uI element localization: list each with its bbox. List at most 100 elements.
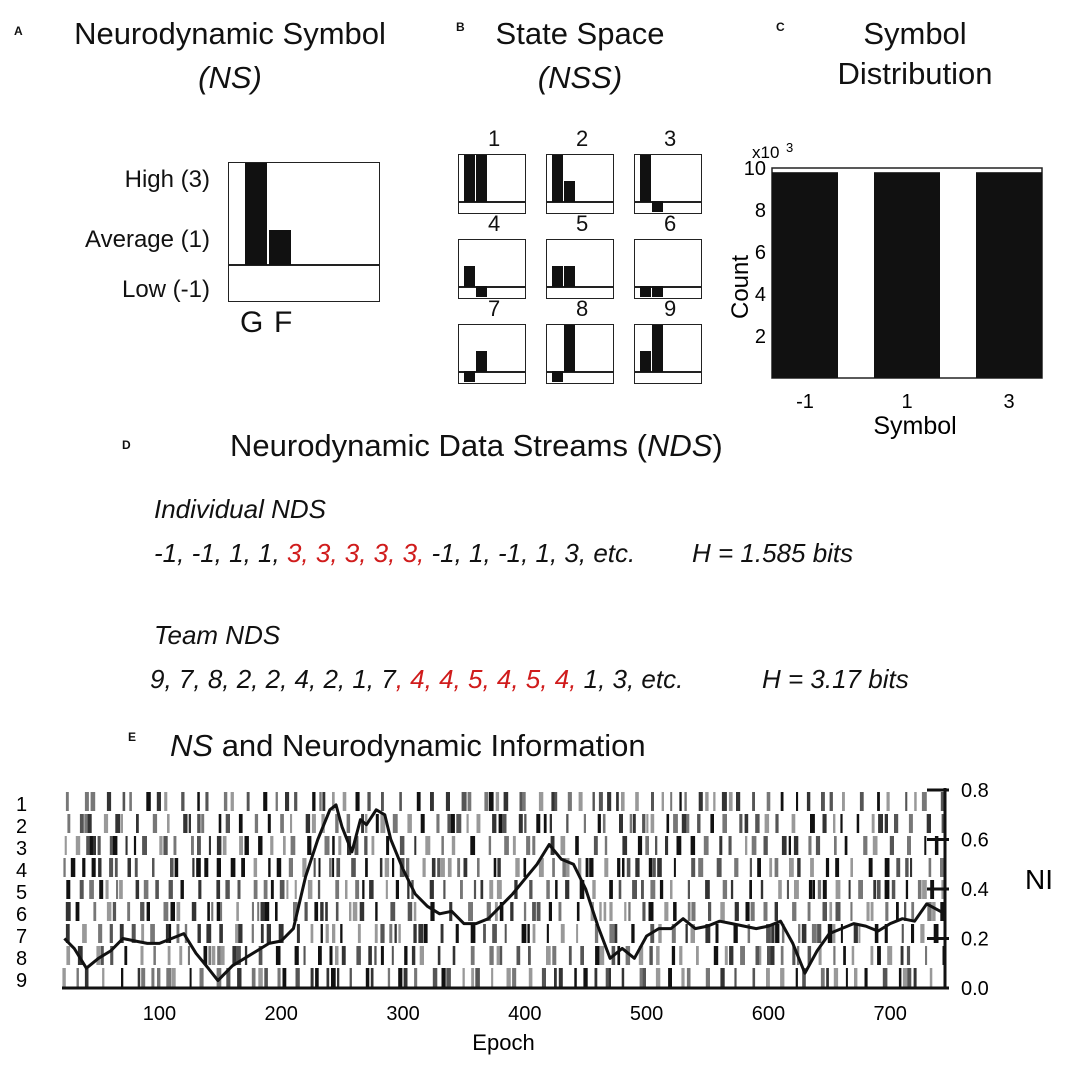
raster-row-6-tick-71: [835, 902, 841, 921]
nss-state-4-bar-g: [464, 266, 475, 287]
raster-row-2-tick-30: [392, 814, 398, 833]
raster-row-7-tick-74: [874, 924, 879, 943]
panel-b-title: State Space: [495, 16, 665, 51]
raster-row-8-tick-74: [870, 946, 874, 965]
nss-state-3-label: 3: [664, 126, 677, 151]
raster-row-8-tick-60: [729, 946, 734, 965]
raster-row-3-tick-45: [550, 836, 555, 855]
raster-row-7-tick-9: [169, 924, 172, 943]
raster-row-1-tick-22: [332, 792, 335, 811]
raster-row-2-tick-42: [518, 814, 523, 833]
raster-row-6-tick-67: [792, 902, 797, 921]
nss-state-2-label: 2: [576, 126, 589, 151]
raster-row-5-tick-69: [858, 880, 863, 899]
raster-row-5-tick-15: [237, 880, 241, 899]
raster-row-9-tick-67: [820, 968, 825, 987]
raster-row-3-tick-4: [92, 836, 96, 855]
raster-row-7-tick-46: [560, 924, 565, 943]
raster-row-6-tick-0: [65, 902, 71, 921]
raster-row-9-tick-62: [752, 968, 756, 987]
c-xtick-0: -1: [796, 391, 814, 413]
raster-row-7-tick-45: [546, 924, 549, 943]
raster-row-3-tick-0: [64, 836, 67, 855]
raster-row-6-tick-60: [708, 902, 712, 921]
raster-row-1-tick-50: [651, 792, 654, 811]
raster-row-3-tick-5: [97, 836, 101, 855]
raster-row-2-tick-45: [543, 814, 547, 833]
raster-row-1-tick-5: [129, 792, 132, 811]
raster-row-9-tick-32: [403, 968, 408, 987]
raster-row-7-tick-67: [811, 924, 817, 943]
raster-row-4-tick-25: [329, 858, 332, 877]
raster-row-6-tick-54: [642, 902, 646, 921]
raster-row-7-tick-77: [911, 924, 915, 943]
raster-row-1-tick-55: [698, 792, 703, 811]
raster-row-6-tick-74: [870, 902, 874, 921]
raster-row-9-tick-5: [137, 968, 141, 987]
raster-row-5-tick-24: [335, 880, 340, 899]
raster-row-8-tick-48: [599, 946, 605, 965]
raster-row-3-tick-9: [133, 836, 137, 855]
raster-row-6-tick-50: [603, 902, 607, 921]
raster-row-2-tick-78: [894, 814, 899, 833]
raster-row-2-tick-46: [549, 814, 552, 833]
raster-row-7-tick-10: [176, 924, 180, 943]
raster-row-2-tick-69: [791, 814, 796, 833]
raster-row-8-tick-47: [595, 946, 600, 965]
raster-row-3-tick-56: [690, 836, 696, 855]
raster-row-5-tick-60: [778, 880, 782, 899]
raster-row-8-tick-17: [236, 946, 241, 965]
raster-row-2-tick-10: [183, 814, 188, 833]
raster-row-8-tick-66: [780, 946, 784, 965]
raster-row-8-tick-36: [452, 946, 456, 965]
raster-row-9-tick-33: [414, 968, 418, 987]
raster-row-5-tick-62: [794, 880, 799, 899]
raster-row-4-tick-19: [268, 858, 271, 877]
raster-row-1-tick-63: [780, 792, 784, 811]
c-ytick-3: 8: [755, 200, 766, 222]
raster-row-9-tick-43: [528, 968, 533, 987]
raster-row-9-tick-28: [365, 968, 370, 987]
nss-state-6-bar-f: [652, 286, 663, 297]
raster-row-2-tick-77: [884, 814, 888, 833]
raster-row-5-tick-68: [848, 880, 851, 899]
raster-row-label-7: 7: [16, 926, 27, 948]
raster-row-6-tick-40: [499, 902, 504, 921]
raster-row-8-tick-24: [329, 946, 333, 965]
raster-row-8-tick-9: [179, 946, 183, 965]
raster-row-5-tick-64: [812, 880, 815, 899]
panel-d-title-nds: NDS: [646, 428, 713, 463]
raster-row-5-tick-50: [641, 880, 644, 899]
raster-row-8-tick-4: [110, 946, 114, 965]
raster-row-1-tick-47: [616, 792, 619, 811]
raster-row-7-tick-56: [690, 924, 695, 943]
raster-row-4-tick-28: [351, 858, 356, 877]
raster-row-6-tick-57: [673, 902, 677, 921]
raster-row-3-tick-15: [197, 836, 201, 855]
raster-row-1-tick-73: [914, 792, 917, 811]
raster-row-9-tick-40: [491, 968, 494, 987]
raster-row-2-tick-66: [755, 814, 760, 833]
raster-row-6-tick-35: [430, 902, 435, 921]
raster-row-2-tick-68: [775, 814, 779, 833]
raster-row-3-tick-49: [604, 836, 608, 855]
raster-row-6-tick-29: [352, 902, 358, 921]
raster-row-1-tick-2: [90, 792, 96, 811]
raster-row-4-tick-32: [392, 858, 395, 877]
raster-row-2-tick-81: [941, 814, 944, 833]
raster-row-1-tick-35: [495, 792, 500, 811]
raster-row-2-tick-3: [87, 814, 92, 833]
raster-row-3-tick-67: [815, 836, 821, 855]
raster-row-6-tick-16: [236, 902, 239, 921]
raster-row-6-tick-27: [335, 902, 339, 921]
raster-row-1-tick-29: [430, 792, 434, 811]
raster-row-7-tick-19: [266, 924, 271, 943]
raster-row-6-tick-37: [468, 902, 473, 921]
raster-row-2-tick-74: [856, 814, 860, 833]
raster-row-4-tick-48: [552, 858, 555, 877]
raster-row-4-tick-16: [230, 858, 236, 877]
raster-row-4-tick-26: [332, 858, 335, 877]
raster-row-7-tick-1: [82, 924, 87, 943]
raster-row-1-tick-16: [275, 792, 278, 811]
nss-state-5-bar-g: [552, 266, 563, 287]
